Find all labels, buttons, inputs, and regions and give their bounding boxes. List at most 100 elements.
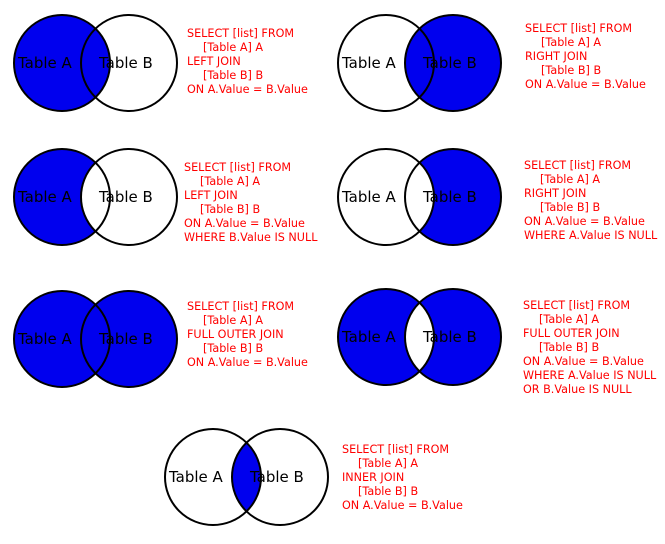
sql-line: SELECT [list] FROM (187, 27, 295, 40)
region-intersection (405, 28, 434, 98)
sql-line: ON A.Value = B.Value (524, 215, 645, 228)
sql-line: [Table A] A (203, 41, 264, 54)
sql-line: WHERE B.Value IS NULL (184, 231, 318, 244)
venn-diagram-right-join-exclusive: Table A Table B (337, 148, 502, 246)
sql-line: INNER JOIN (342, 471, 405, 484)
region-a-only (14, 15, 96, 112)
label-table-b: Table B (422, 188, 477, 206)
region-b-only (419, 15, 501, 112)
sql-line: SELECT [list] FROM (524, 159, 632, 172)
region-b-only (95, 15, 177, 112)
sql-line: [Table B] B (203, 69, 264, 82)
sql-line: LEFT JOIN (187, 55, 241, 68)
sql-line: [Table A] A (200, 175, 261, 188)
label-table-a: Table A (341, 54, 397, 72)
sql-line: [Table B] B (200, 203, 261, 216)
circle-table-a (164, 428, 262, 526)
venn-diagram-right-join: Table A Table B (337, 14, 502, 112)
label-table-b: Table B (98, 54, 153, 72)
circle-table-b (80, 148, 178, 246)
venn-diagram-left-join-exclusive: Table A Table B (13, 148, 178, 246)
sql-line: ON A.Value = B.Value (342, 499, 463, 512)
label-table-b: Table B (98, 330, 153, 348)
sql-line: WHERE A.Value IS NULL (524, 229, 658, 242)
sql-line: [Table A] A (541, 36, 602, 49)
region-intersection (80, 304, 110, 374)
region-b-only (95, 291, 177, 387)
region-b-only (246, 429, 328, 525)
label-table-a: Table A (341, 188, 397, 206)
sql-line: ON A.Value = B.Value (187, 356, 308, 369)
region-intersection (405, 302, 434, 372)
sql-line: FULL OUTER JOIN (523, 327, 620, 340)
sql-line: [Table A] A (539, 313, 600, 326)
region-a-only (338, 15, 420, 112)
region-a-only (14, 149, 96, 245)
region-a-only (338, 289, 420, 385)
sql-line: ON A.Value = B.Value (523, 355, 644, 368)
venn-diagram-inner-join: Table A Table B (164, 428, 329, 526)
sql-line: FULL OUTER JOIN (187, 328, 284, 341)
region-intersection (80, 162, 110, 232)
sql-line: ON A.Value = B.Value (184, 217, 305, 230)
sql-line: RIGHT JOIN (524, 187, 587, 200)
circle-table-b (80, 14, 178, 112)
label-table-b: Table B (422, 54, 477, 72)
region-intersection (405, 162, 434, 232)
circle-table-b (231, 428, 329, 526)
sql-line: RIGHT JOIN (525, 50, 588, 63)
sql-line: [Table B] B (540, 201, 601, 214)
region-b-only (95, 149, 177, 245)
region-a-only (14, 291, 96, 387)
circle-table-b (80, 290, 178, 388)
circle-table-b (404, 288, 502, 386)
label-table-a: Table A (17, 330, 73, 348)
sql-line: LEFT JOIN (184, 189, 238, 202)
sql-line: SELECT [list] FROM (184, 161, 292, 174)
sql-line: SELECT [list] FROM (342, 443, 450, 456)
circle-table-a (13, 290, 111, 388)
region-a-only (338, 149, 420, 245)
label-table-a: Table A (17, 188, 73, 206)
region-intersection (232, 442, 261, 512)
sql-line: [Table B] B (203, 342, 264, 355)
circle-table-a (13, 14, 111, 112)
sql-line: [Table A] A (358, 457, 419, 470)
label-table-a: Table A (341, 328, 397, 346)
venn-diagram-left-join: Table A Table B (13, 14, 178, 112)
circle-table-a (337, 148, 435, 246)
venn-diagram-full-outer-join-exclusive: Table A Table B (337, 288, 502, 386)
sql-line: SELECT [list] FROM (523, 299, 631, 312)
sql-line: SELECT [list] FROM (525, 22, 633, 35)
sql-line: OR B.Value IS NULL (523, 383, 632, 396)
circle-table-a (337, 14, 435, 112)
label-table-b: Table B (249, 468, 304, 486)
venn-diagram-full-outer-join: Table A Table B (13, 290, 178, 388)
region-b-only (419, 289, 501, 385)
sql-line: [Table B] B (541, 64, 602, 77)
sql-line: ON A.Value = B.Value (187, 83, 308, 96)
sql-line: WHERE A.Value IS NULL (523, 369, 657, 382)
label-table-b: Table B (98, 188, 153, 206)
label-table-a: Table A (168, 468, 224, 486)
region-intersection (80, 28, 110, 98)
region-a-only (165, 429, 247, 525)
label-table-a: Table A (17, 54, 73, 72)
sql-line: [Table B] B (539, 341, 600, 354)
circle-table-b (404, 148, 502, 246)
sql-line: ON A.Value = B.Value (525, 78, 646, 91)
circle-table-a (337, 288, 435, 386)
sql-line: [Table A] A (540, 173, 601, 186)
region-b-only (419, 149, 501, 245)
sql-line: SELECT [list] FROM (187, 300, 295, 313)
label-table-b: Table B (422, 328, 477, 346)
circle-table-a (13, 148, 111, 246)
sql-line: [Table B] B (358, 485, 419, 498)
